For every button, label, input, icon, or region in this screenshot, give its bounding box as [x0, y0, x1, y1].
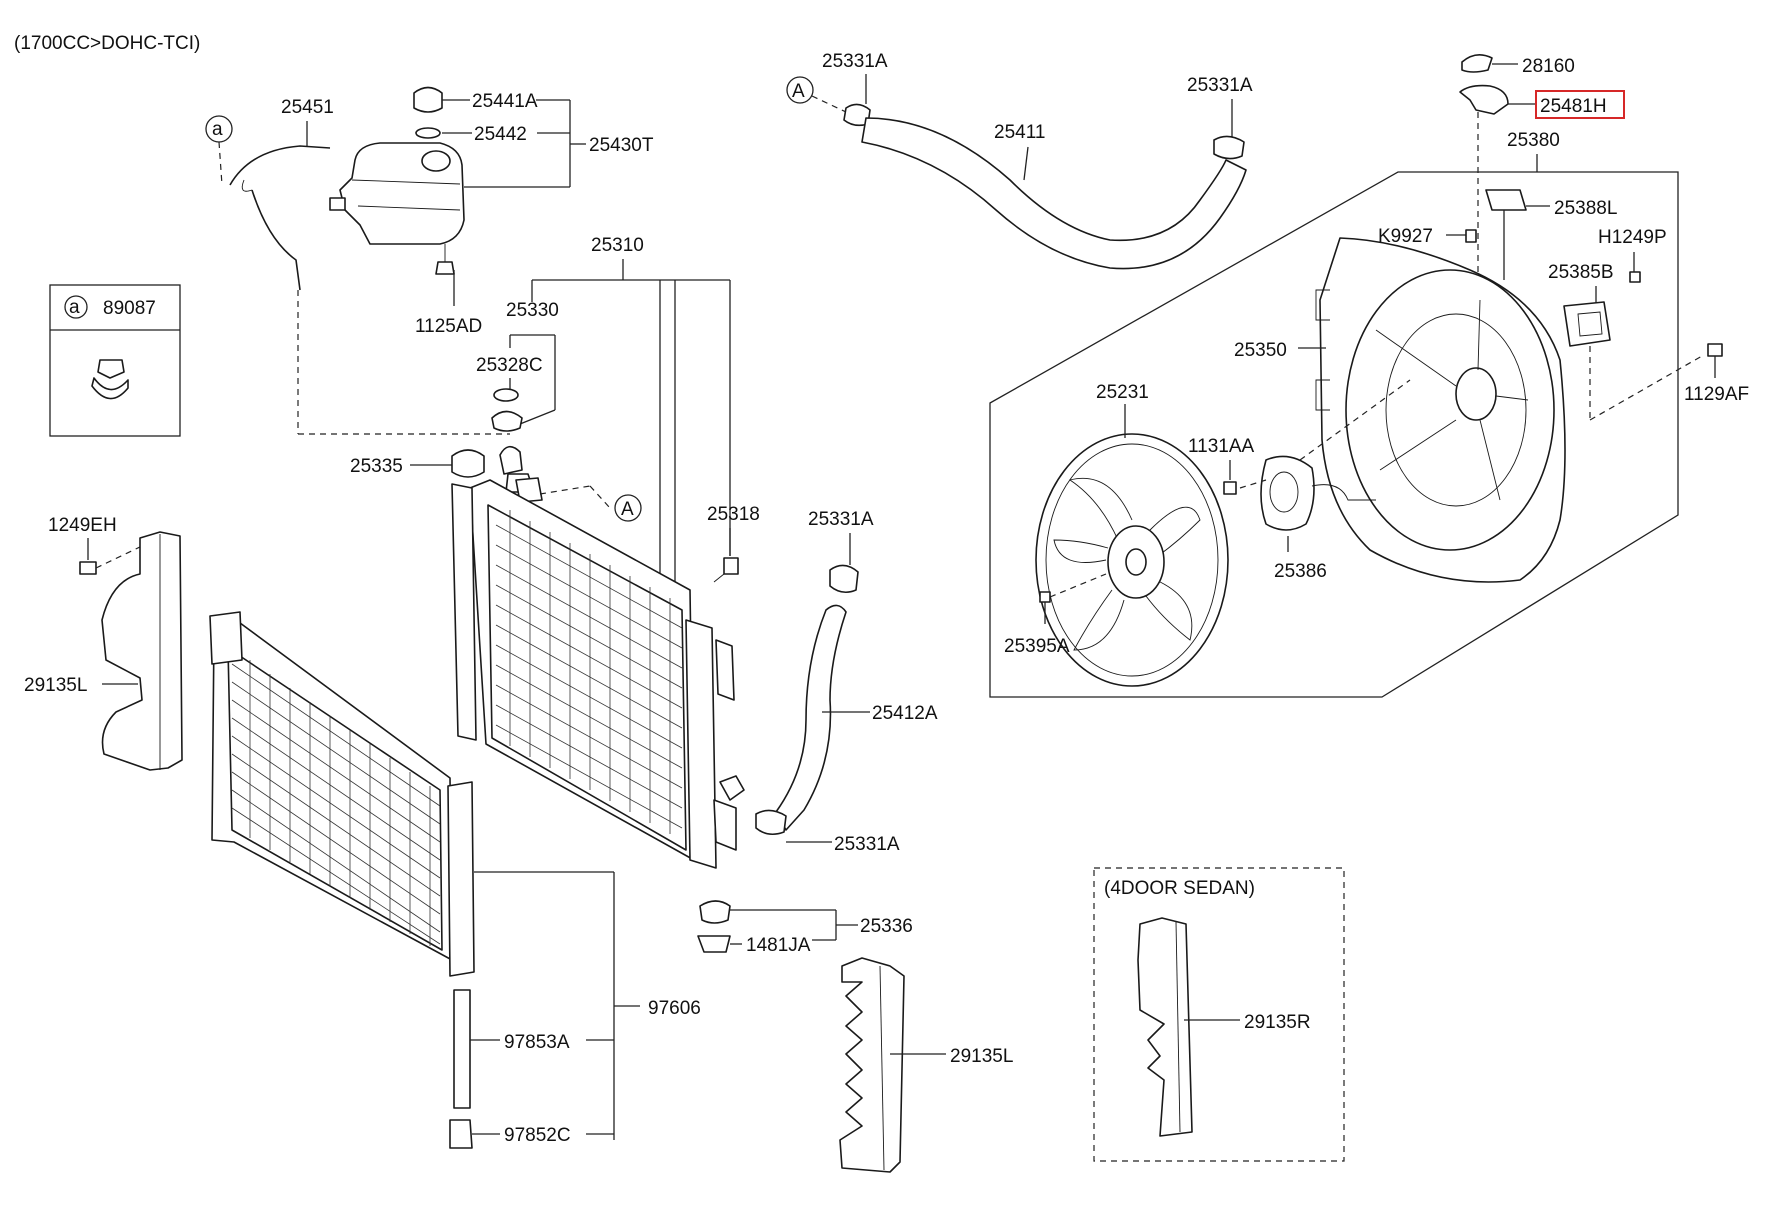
part-25336[interactable]: 25336 [860, 916, 913, 937]
part-25411[interactable]: 25411 [994, 122, 1045, 143]
part-25331A-top-right[interactable]: 25331A [1187, 75, 1253, 96]
part-25412A[interactable]: 25412A [872, 703, 938, 724]
part-25451[interactable]: 25451 [281, 97, 334, 118]
reservoir-assembly: a 25451 25441A 25442 25430T [205, 86, 654, 435]
part-25335[interactable]: 25335 [350, 456, 403, 477]
part-29135R[interactable]: 29135R [1244, 1012, 1311, 1033]
part-25481H[interactable]: 25481H [1540, 96, 1607, 117]
sedan-box-title: (4DOOR SEDAN) [1104, 878, 1255, 899]
air-guard-center: 29135L [839, 957, 1013, 1173]
part-97853A[interactable]: 97853A [504, 1032, 570, 1053]
part-25231[interactable]: 25231 [1096, 382, 1149, 403]
air-guard-left: 1249EH 29135L [24, 515, 183, 771]
part-29135L-left[interactable]: 29135L [24, 675, 87, 696]
callout-A-radiator: A [621, 499, 634, 520]
legend-callout-letter: a [69, 297, 80, 318]
clip-89087-icon [91, 359, 129, 400]
part-97606[interactable]: 97606 [648, 998, 701, 1019]
part-1131AA[interactable]: 1131AA [1188, 436, 1255, 457]
part-25350[interactable]: 25350 [1234, 340, 1287, 361]
part-25385B[interactable]: 25385B [1548, 262, 1614, 283]
part-25442[interactable]: 25442 [474, 124, 527, 145]
part-25380[interactable]: 25380 [1507, 130, 1560, 151]
legend-part-number[interactable]: 89087 [103, 298, 156, 319]
part-25328C[interactable]: 25328C [476, 355, 543, 376]
legend-box: a 89087 [49, 284, 181, 437]
upper-hose: A 25331A 25411 25331A [786, 51, 1253, 270]
part-29135L-center[interactable]: 29135L [950, 1046, 1013, 1067]
part-1481JA[interactable]: 1481JA [746, 935, 811, 956]
condenser: 97606 97853A 97852C [209, 611, 701, 1149]
part-25430T[interactable]: 25430T [589, 135, 654, 156]
callout-a: a [212, 119, 223, 140]
radiator: 25310 25330 25328C 25335 [350, 235, 913, 956]
highlight-box-25481H [1535, 90, 1625, 119]
part-25388L[interactable]: 25388L [1554, 198, 1617, 219]
fan-shroud-assembly: 25380 28160 25481H 25388L K9927 H1249P 2… [989, 54, 1749, 698]
part-25318[interactable]: 25318 [707, 504, 760, 525]
condenser-fins [231, 660, 441, 946]
part-25441A[interactable]: 25441A [472, 91, 538, 112]
callout-A-hose: A [792, 81, 805, 102]
part-1249EH[interactable]: 1249EH [48, 515, 117, 536]
part-25330[interactable]: 25330 [506, 300, 559, 321]
part-25386[interactable]: 25386 [1274, 561, 1327, 582]
part-H1249P[interactable]: H1249P [1598, 227, 1667, 248]
part-25331A-bottom[interactable]: 25331A [834, 834, 900, 855]
part-97852C[interactable]: 97852C [504, 1125, 571, 1146]
part-25395A[interactable]: 25395A [1004, 636, 1070, 657]
part-25310[interactable]: 25310 [591, 235, 644, 256]
radiator-core-fins [495, 510, 683, 834]
part-K9927[interactable]: K9927 [1378, 226, 1433, 247]
part-25331A-mid[interactable]: 25331A [808, 509, 874, 530]
sedan-variant-box: (4DOOR SEDAN) 29135R [1093, 867, 1345, 1162]
part-25331A-top-left[interactable]: 25331A [822, 51, 888, 72]
part-28160[interactable]: 28160 [1522, 56, 1575, 77]
part-1129AF[interactable]: 1129AF [1684, 384, 1749, 405]
part-1125AD[interactable]: 1125AD [415, 316, 482, 337]
variant-label: (1700CC>DOHC-TCI) [14, 33, 200, 54]
lower-hose: 25331A 25412A 25331A [755, 509, 938, 855]
